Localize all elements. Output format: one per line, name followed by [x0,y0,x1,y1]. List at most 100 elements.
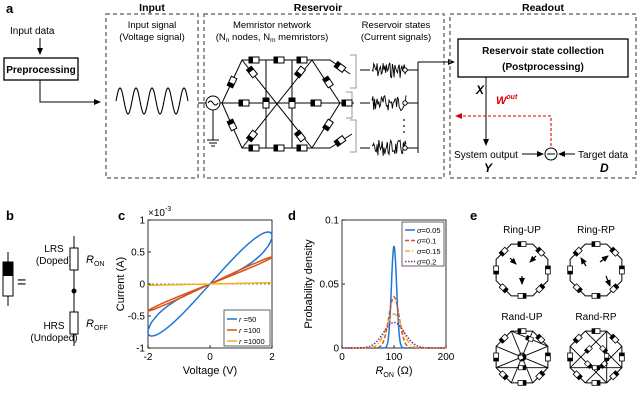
legend-entry: r =1000 [239,337,265,346]
y-tick-label: -1 [136,344,145,355]
memristor-icon [248,144,260,152]
panel-c-letter: c [118,208,125,223]
memristor-icon [226,75,238,89]
panel-a-letter: a [6,1,14,16]
direction-arrow [599,255,609,263]
legend-entry: r =50 [239,315,256,324]
y-tick-label: -0.5 [128,312,146,323]
panel-e: e Ring-UP Ring-RP Rand-UP Rand-RP [470,208,625,386]
ellipsis-dot [403,131,405,133]
ellipsis-dot [403,119,405,121]
panel-b-letter: b [6,208,14,223]
hrs-label: HRS [43,321,64,332]
memristor-icon [545,352,551,362]
memristor-icon [288,97,296,109]
x-axis-label: RON (Ω) [375,365,412,379]
panel-b: b = LRS (Doped) HRS (Undoped) RON ROFF [2,208,108,346]
x-symbol: X [475,83,485,97]
r-on-label: RON [86,254,104,268]
junction-dot [71,288,77,294]
memristor-icon [525,335,534,343]
collection-sub: (Postprocessing) [502,62,584,73]
memristor-icon [322,75,334,89]
network-3: Rand-UP [493,312,551,386]
x-tick-label: 2 [269,352,275,363]
preprocessing-label: Preprocessing [6,65,75,76]
memristor-icon [591,328,601,334]
direction-arrow [529,255,537,263]
direction-arrow [580,257,587,267]
state-node [402,145,408,151]
memristor-icon [493,265,499,275]
memristor-icon [296,56,308,64]
y-tick-label: 0 [333,344,339,355]
network-label: Ring-UP [503,225,541,236]
memristor-icon [296,144,308,152]
memristor-icon [273,144,285,152]
memristor-icon [567,265,573,275]
memristor-icon [322,118,334,132]
states-label: Reservoir states [362,20,431,31]
memristor-icon [591,241,601,247]
exponent-label: ×10-3 [148,206,171,219]
lrs-sub: (Doped) [36,256,72,267]
memristor-icon [517,241,527,247]
memristor-icon [604,353,610,361]
memristor-icon [545,265,551,275]
memristor-icon [2,252,14,306]
state-signal [371,62,407,79]
state-node [402,100,408,106]
hrs-sub: (Undoped) [30,333,77,344]
memristor-icon [518,365,526,371]
memristor-icon [294,129,306,143]
y-symbol: Y [484,161,493,175]
network-4: Rand-RP [567,312,625,386]
x-tick-label: 100 [386,352,403,363]
network-sub: (Nn nodes, Nm memristors) [216,32,329,44]
y-tick-label: 1 [139,216,145,227]
network-1: Ring-UP [493,225,551,299]
target-data-label: Target data [578,150,628,161]
w-out-symbol: Wout [496,94,518,107]
input-box [105,13,199,179]
memristor-icon [333,61,347,73]
memristor-icon [226,118,238,132]
y-tick-label: 0 [139,280,145,291]
legend-entry: σ=0.05 [417,226,441,235]
input-signal-label: Input signal [128,20,177,31]
memristor-icon [294,65,306,79]
network-topologies: Ring-UP Ring-RP Rand-UP Rand-RP [493,225,625,386]
series-line [342,321,446,349]
network-label: Ring-RP [577,225,615,236]
network-label: Memristor network [233,20,311,31]
input-signal-sub: (Voltage signal) [119,32,184,43]
network-2: Ring-RP [567,225,625,299]
panel-a: a Input data Preprocessing Input Input s… [3,1,637,179]
reservoir-state-signals [360,62,418,156]
y-axis-label: Probability density [303,239,315,329]
readout-title: Readout [522,2,565,14]
memristor-icon [517,293,527,299]
memristor-icon [619,352,625,362]
y-tick-label: 0.5 [131,248,145,259]
y-tick-label: 0.1 [325,216,339,227]
weight-update-arrow [455,113,552,146]
direction-arrow [604,275,611,287]
memristor-icon [567,352,573,362]
memristor-icon [248,56,260,64]
x-tick-label: -2 [144,352,153,363]
panel-d-letter: d [288,208,296,223]
legend-box [223,309,271,347]
series-line [342,313,446,349]
input-title: Input [139,2,165,14]
y-axis-label: Current (A) [115,257,127,311]
memristor-icon [592,365,600,371]
reservoir-box [203,13,445,179]
readout-box [449,13,637,179]
panel-e-letter: e [470,208,477,223]
memristor-icon [341,99,353,107]
